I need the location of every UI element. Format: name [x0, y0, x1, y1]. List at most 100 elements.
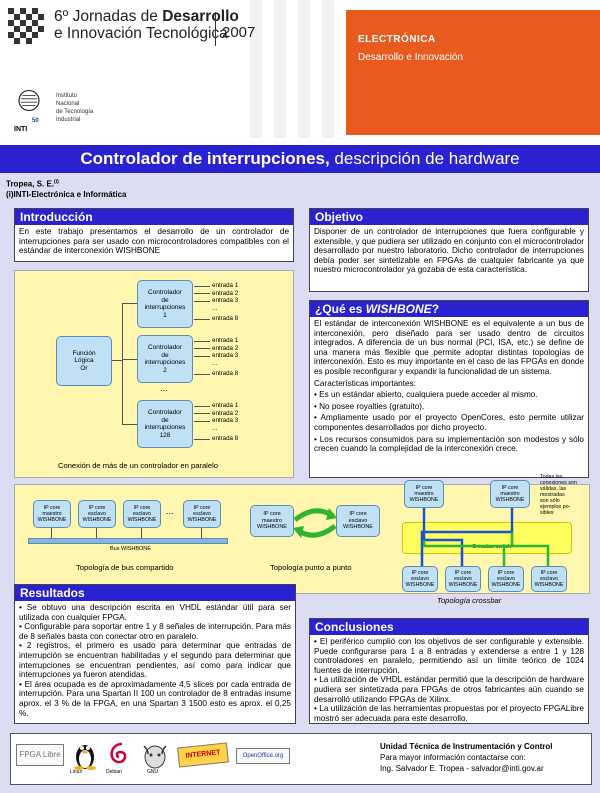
xbar-slave-box: IP core esclavo WISHBONE	[531, 566, 567, 592]
p2p-arrows-icon	[293, 508, 337, 538]
controller-1-box: Controlador de interrupciones 1	[137, 280, 193, 328]
gnu-label: GNU	[147, 769, 159, 775]
title-bar: Controlador de interrupciones, descripci…	[0, 145, 600, 173]
resultados-section: Resultados • Se obtuvo una descripción e…	[14, 584, 296, 724]
wishbone-section: ¿Qué es WISHBONE? El estándar de interco…	[309, 300, 589, 478]
objetivo-section: Objetivo Disponer de un controlador de i…	[309, 208, 589, 292]
p2p-master-box: IP core maestro WISHBONE	[250, 505, 294, 537]
controller-input-label: entrada 3	[212, 352, 239, 359]
jornadas-line2: e Innovación Tecnológica	[54, 25, 228, 42]
linux-label: Linux	[70, 769, 82, 775]
conclusiones-item: • El periférico cumplió con los objetivo…	[314, 637, 584, 675]
xbar-master-box: IP core maestro WISHBONE	[490, 480, 530, 508]
input-arrow	[194, 318, 210, 320]
inti-50: 50	[32, 118, 39, 124]
input-arrow	[194, 348, 210, 349]
diagram1-caption: Conexión de más de un controlador en par…	[58, 461, 218, 470]
footer-unit: Unidad Técnica de Instrumentación y Cont…	[380, 742, 553, 751]
connector-line	[122, 424, 137, 425]
bus-slave-box: IP core esclavo WISHBONE	[183, 500, 221, 528]
func-logic-box: Función Lógica Or	[56, 336, 112, 386]
bus-master-box: IP core maestro WISHBONE	[33, 500, 71, 528]
p2p-caption: Topología punto a punto	[270, 563, 352, 572]
gnu-head-icon	[143, 745, 167, 769]
linux-tux-icon	[74, 745, 96, 770]
wishbone-item: • Los recursos consumidos para su implem…	[314, 434, 584, 454]
header-separator	[215, 12, 216, 46]
category-subtitle: Desarrollo e Innovación	[358, 52, 464, 63]
conclusiones-section: Conclusiones • El periférico cumplió con…	[309, 618, 589, 724]
wishbone-heading-text: ¿Qué es WISHBONE?	[315, 302, 440, 316]
bus-link	[51, 528, 52, 538]
debian-label: Debian	[106, 769, 122, 775]
input-arrow	[194, 438, 210, 440]
controller-input-label: entrada 8	[212, 315, 239, 322]
bus-ellipsis: ...	[166, 506, 174, 516]
category-title: ELECTRÓNICA	[358, 34, 436, 45]
controller-input-label: entrada 1	[212, 402, 239, 409]
category-banner: ELECTRÓNICA Desarrollo e Innovación	[346, 10, 600, 135]
objetivo-text: Disponer de un controlador de interrupci…	[314, 227, 584, 275]
controller-input-label: entrada 2	[212, 344, 239, 352]
controller-input-label: entrada 2	[212, 289, 239, 297]
resultados-heading: Resultados	[15, 585, 295, 601]
openoffice-logo: OpenOffice.org	[236, 748, 290, 764]
title-bold: Controlador de interrupciones,	[80, 149, 330, 168]
controller-input-label: entrada 3	[212, 417, 239, 424]
conclusiones-item: • La utilización de las herramientas pro…	[314, 704, 584, 723]
wishbone-item: • Ampliamente usado por el proyecto Open…	[314, 413, 584, 432]
author-sup: (i)	[54, 179, 59, 185]
intro-text: En este trabajo presentamos el desarroll…	[19, 227, 289, 256]
controller-input-label: ...	[212, 424, 218, 432]
wishbone-item: • Es un estándar abierto, cualquiera pue…	[314, 390, 538, 400]
controller-2-box: Controlador de interrupciones 2	[137, 335, 193, 383]
poster-title: Controlador de interrupciones, descripci…	[0, 149, 600, 169]
intro-heading: Introducción	[15, 209, 293, 225]
jornadas-line1: 6º Jornadas de	[54, 8, 163, 25]
jornadas-title: 6º Jornadas de Desarrollo e Innovación T…	[54, 8, 239, 42]
fpgalibre-logo: FPGA Libre	[16, 744, 64, 766]
input-arrow	[194, 285, 210, 287]
input-arrow	[194, 413, 210, 414]
xbar-slave-box: IP core esclavo WISHBONE	[488, 566, 524, 592]
connector-line	[122, 303, 137, 304]
connector-line	[122, 303, 123, 425]
controllers-ellipsis: ...	[160, 383, 168, 393]
resultados-item: • El área ocupada es de aproximadamente …	[19, 679, 291, 718]
conclusiones-item: • La utilización de VHDL estándar permit…	[314, 675, 584, 704]
footer-contact: Para mayor información contactarse con:	[380, 753, 526, 762]
controller-input-label: entrada 8	[212, 435, 239, 442]
controller-128-box: Controlador de interrupciones 128	[137, 400, 193, 448]
connector-line	[112, 360, 122, 361]
inti-logo-text: INTI	[14, 126, 28, 133]
resultados-item: • Configurable para soportar entre 1 y 8…	[19, 622, 291, 641]
crossbar-caption: Topología crossbar	[437, 596, 502, 605]
xbar-slave-box: IP core esclavo WISHBONE	[445, 566, 481, 592]
wishbone-item: • No posee royalties (gratuito).	[314, 401, 425, 411]
intro-section: Introducción En este trabajo presentamos…	[14, 208, 294, 262]
wishbone-heading: ¿Qué es WISHBONE?	[310, 301, 588, 317]
crossbar-switch	[402, 522, 572, 554]
controller-input-label: entrada 8	[212, 370, 239, 377]
bus-slave-box: IP core esclavo WISHBONE	[78, 500, 116, 528]
controller-input-label: ...	[212, 359, 218, 367]
input-arrow	[194, 340, 210, 342]
input-arrow	[194, 405, 210, 407]
wishbone-subheading: Características importantes:	[314, 378, 416, 388]
debian-swirl-icon	[110, 742, 127, 764]
input-arrow	[194, 293, 210, 294]
footer-person: Ing. Salvador E. Tropea - salvador@inti.…	[380, 764, 544, 773]
bus-slave-box: IP core esclavo WISHBONE	[123, 500, 161, 528]
author-name: Tropea, S. E.	[6, 179, 55, 189]
input-arrow	[194, 355, 210, 357]
controller-input-label: entrada 2	[212, 409, 239, 417]
controller-input-label: ...	[212, 304, 218, 312]
connector-line	[122, 359, 137, 360]
crossbar-lines-icon	[420, 508, 550, 566]
bus-link	[201, 528, 202, 538]
footer	[10, 733, 592, 785]
header-grid-pattern	[250, 0, 346, 138]
controller-input-label: entrada 3	[212, 297, 239, 304]
p2p-slave-box: IP core esclavo WISHBONE	[336, 505, 380, 537]
input-arrow	[194, 420, 210, 422]
